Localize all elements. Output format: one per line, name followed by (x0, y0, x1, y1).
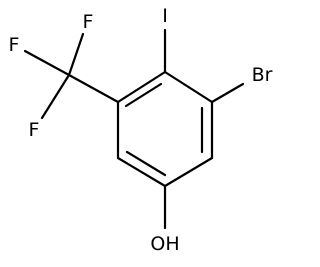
bond-ring-top-right (163, 70, 214, 104)
bond-ring-top-left-inner (124, 82, 163, 108)
bond-ring-bottom-left-inner (125, 150, 167, 177)
atom-labels: I Br OH F F F (9, 5, 273, 255)
bond-c-br (210, 82, 245, 104)
atom-label-fluorine-top: F (83, 11, 94, 33)
atom-label-fluorine-left: F (9, 34, 20, 56)
chemical-structure: I Br OH F F F (9, 5, 273, 255)
bond-ring-bottom-right (163, 156, 214, 188)
atom-label-hydroxyl: OH (150, 233, 179, 255)
atom-label-bromine: Br (252, 64, 273, 86)
bond-ring-bottom-left (116, 156, 167, 188)
atom-label-fluorine-bottom: F (29, 119, 40, 141)
bond-ring-top-left (116, 70, 167, 104)
substituent-bonds (23, 28, 245, 230)
bond-ring-cf3 (67, 73, 120, 104)
bond-cf3-f-top (67, 32, 85, 77)
bond-cf3-f-bottom (40, 73, 71, 120)
atom-label-iodine: I (162, 5, 168, 27)
ring-bonds (116, 70, 214, 188)
bond-cf3-f-left (23, 49, 71, 77)
